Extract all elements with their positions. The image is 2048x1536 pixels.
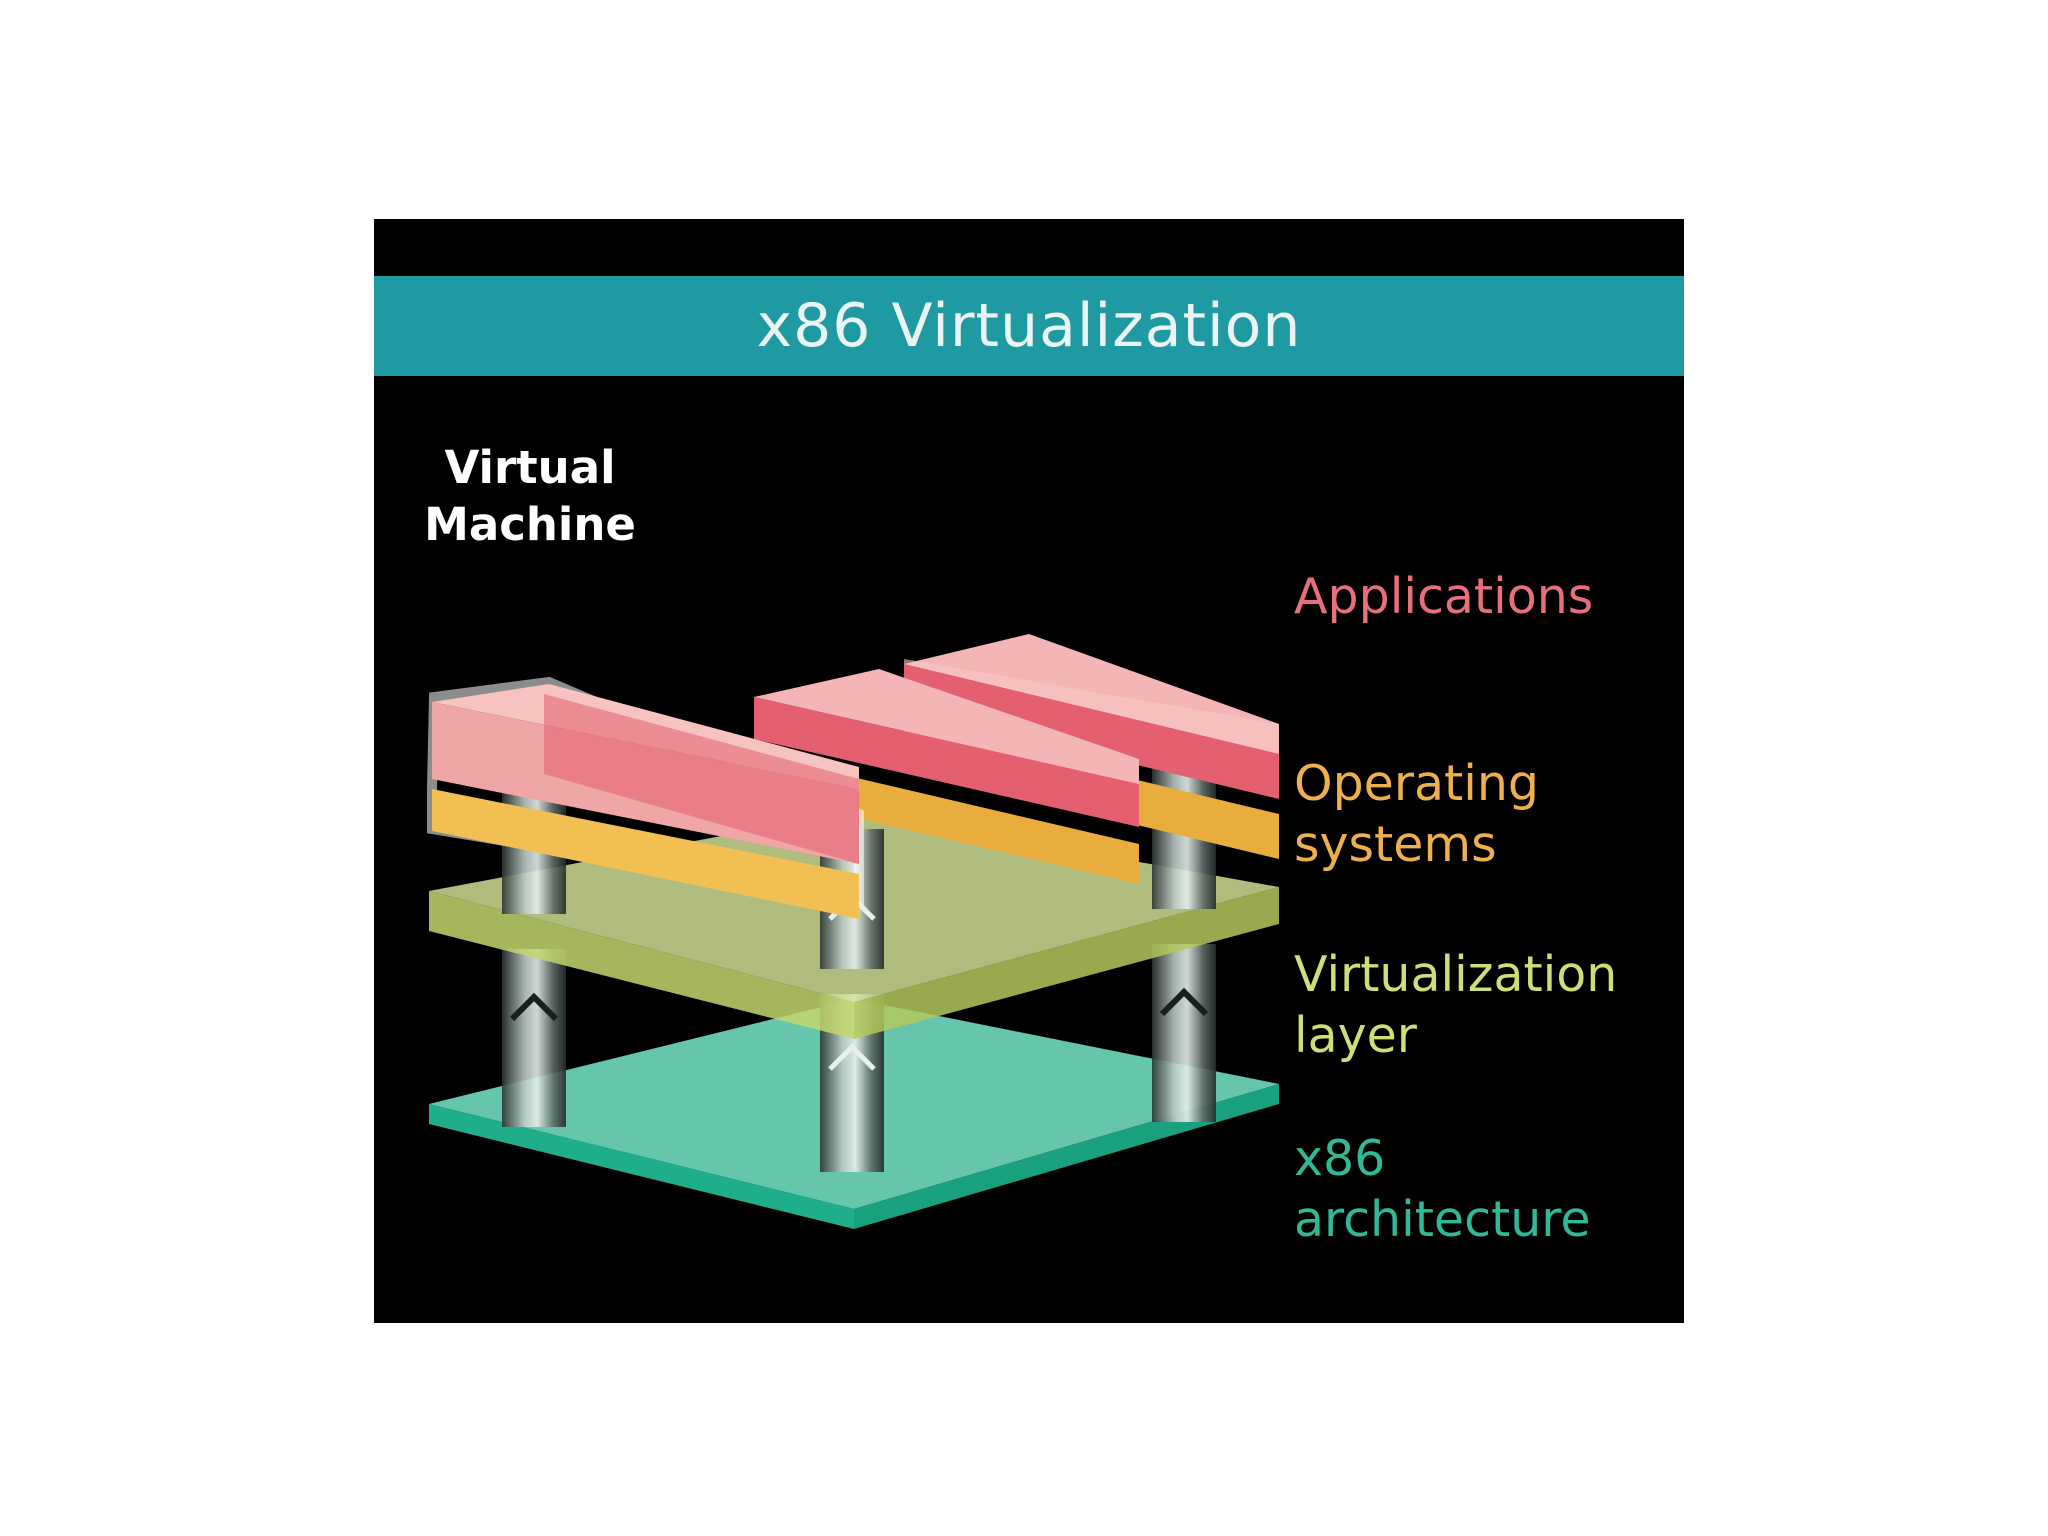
virtualization-stack-illustration (427, 634, 1279, 1229)
diagram-panel: x86 Virtualization Virtual Machine Appli… (374, 219, 1684, 1323)
x86-architecture-label-line1: x86 (1294, 1130, 1386, 1187)
x86-architecture-label-line2: architecture (1294, 1191, 1591, 1248)
virtualization-layer-label: Virtualization layer (1294, 944, 1617, 1066)
operating-systems-label: Operating systems (1294, 753, 1539, 875)
virtualization-layer-label-line1: Virtualization (1294, 946, 1618, 1003)
virtual-machine-label: Virtual Machine (410, 439, 650, 553)
operating-systems-label-line2: systems (1294, 816, 1497, 873)
lower-pipes (502, 944, 1216, 1172)
applications-label-line1: Applications (1294, 568, 1594, 625)
title-bar: x86 Virtualization (374, 276, 1684, 376)
virtualization-layer-label-line2: layer (1294, 1007, 1417, 1064)
diagram-title: x86 Virtualization (756, 291, 1302, 361)
vm-front (427, 676, 864, 919)
x86-architecture-label: x86 architecture (1294, 1128, 1591, 1250)
applications-label: Applications (1294, 566, 1593, 627)
virtual-machine-label-text: Virtual Machine (424, 441, 636, 551)
operating-systems-label-line1: Operating (1294, 755, 1539, 812)
